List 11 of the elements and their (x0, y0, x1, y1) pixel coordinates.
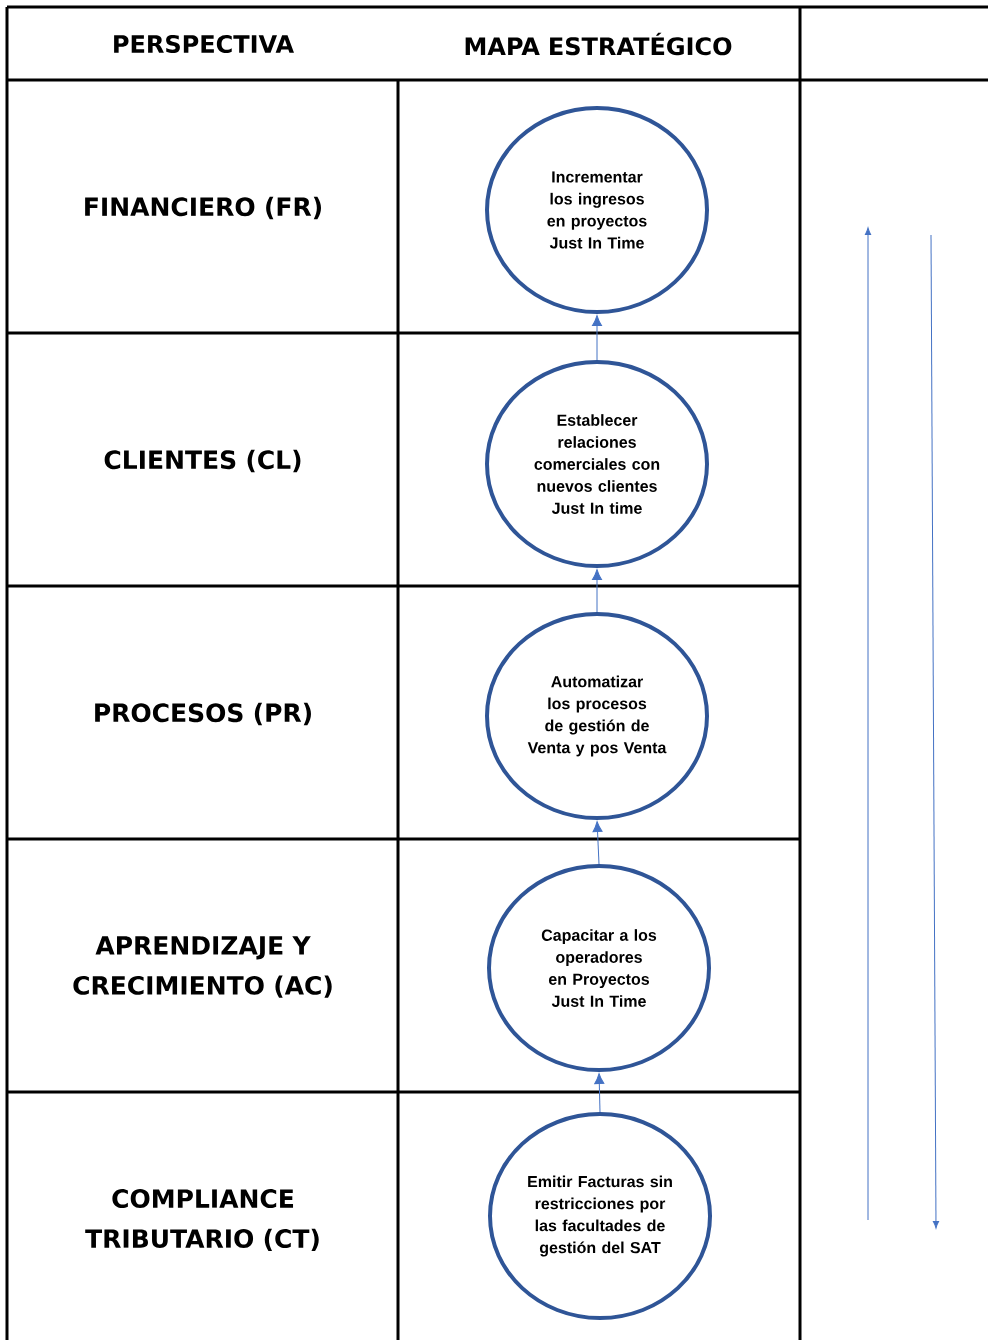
column-header: MAPA ESTRATÉGICO (465, 32, 732, 56)
arrow (592, 821, 603, 865)
perspective-label: COMPLIANCE TRIBUTARIO (CT) (85, 1189, 319, 1251)
perspective-label: CLIENTES (CL) (104, 449, 301, 473)
arrow (594, 1073, 605, 1113)
perspective-label: APRENDIZAJE Y CRECIMIENTO (AC) (73, 936, 332, 998)
perspective-label: FINANCIERO (FR) (85, 196, 321, 220)
arrow (592, 569, 603, 613)
perspective-label: PROCESOS (PR) (95, 702, 311, 726)
column-header: PERSPECTIVA (114, 34, 294, 54)
arrow (592, 315, 603, 361)
